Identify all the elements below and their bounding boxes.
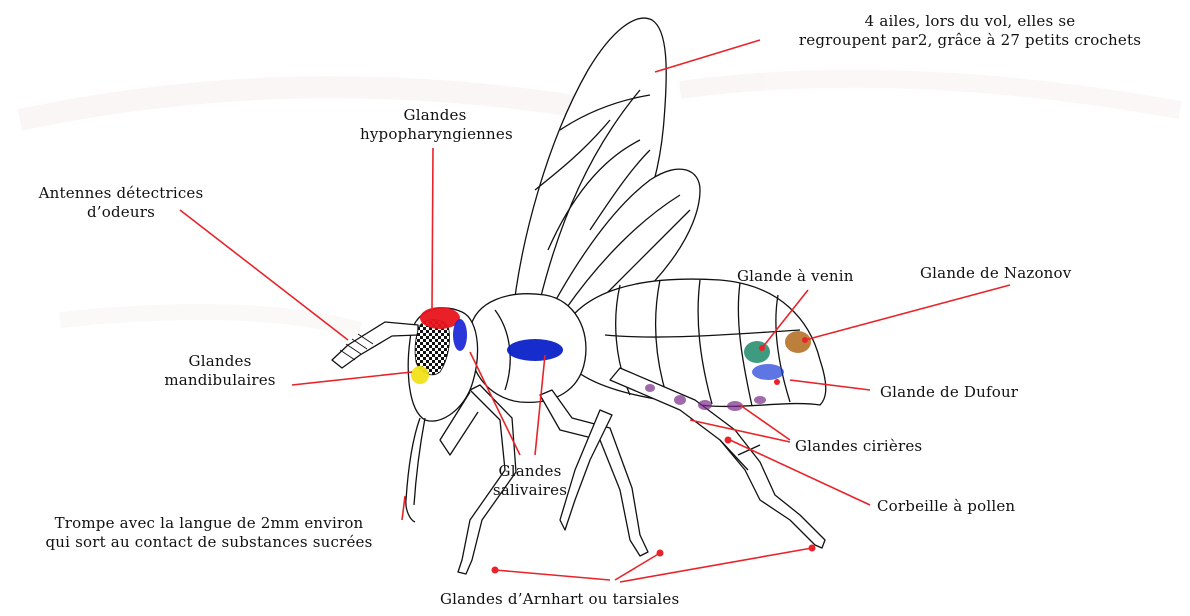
label-hypopharyngeal-line2: hypopharyngiennes bbox=[360, 125, 510, 144]
label-wings-line1: 4 ailes, lors du vol, elles se bbox=[760, 12, 1180, 31]
label-wax: Glandes cirières bbox=[795, 437, 922, 456]
line-mandibular bbox=[292, 372, 412, 385]
line-nasonov bbox=[805, 285, 1010, 340]
venom-gland-spot bbox=[744, 341, 770, 363]
label-venom: Glande à venin bbox=[737, 267, 854, 286]
label-salivary: Glandes salivaires bbox=[470, 462, 590, 500]
label-salivary-line1: Glandes bbox=[470, 462, 590, 481]
label-salivary-line2: salivaires bbox=[470, 481, 590, 500]
line-hypopharyngeal bbox=[432, 148, 433, 310]
line-arnhart-3 bbox=[620, 548, 812, 582]
label-hypopharyngeal-line1: Glandes bbox=[360, 106, 510, 125]
eye-spot bbox=[453, 319, 467, 351]
label-arnhart: Glandes d’Arnhart ou tarsiales bbox=[440, 590, 679, 609]
salivary-gland-spot bbox=[507, 339, 563, 361]
label-pollen: Corbeille à pollen bbox=[877, 497, 1015, 516]
label-mandibular: Glandes mandibulaires bbox=[150, 352, 290, 390]
label-dufour-text: Glande de Dufour bbox=[880, 383, 1018, 402]
label-antennae-line1: Antennes détectrices bbox=[16, 184, 226, 203]
line-wax-1 bbox=[740, 405, 790, 440]
label-proboscis-line2: qui sort au contact de substances sucrée… bbox=[0, 533, 418, 552]
line-arnhart-1 bbox=[495, 570, 610, 580]
label-arnhart-text: Glandes d’Arnhart ou tarsiales bbox=[440, 590, 679, 609]
label-pollen-text: Corbeille à pollen bbox=[877, 497, 1015, 516]
line-wings bbox=[655, 40, 760, 72]
label-wings-line2: regroupent par2, grâce à 27 petits croch… bbox=[760, 31, 1180, 50]
label-nasonov-text: Glande de Nazonov bbox=[920, 264, 1071, 283]
label-hypopharyngeal: Glandes hypopharyngiennes bbox=[360, 106, 510, 144]
label-antennae-line2: d’odeurs bbox=[16, 203, 226, 222]
label-proboscis: Trompe avec la langue de 2mm environ qui… bbox=[0, 514, 418, 552]
label-venom-text: Glande à venin bbox=[737, 267, 854, 286]
label-wings: 4 ailes, lors du vol, elles se regroupen… bbox=[760, 12, 1180, 50]
label-nasonov: Glande de Nazonov bbox=[920, 264, 1071, 283]
hypopharyngeal-gland-spot bbox=[420, 307, 460, 329]
label-antennae: Antennes détectrices d’odeurs bbox=[16, 184, 226, 222]
dufour-gland-spot bbox=[752, 364, 784, 380]
label-wax-text: Glandes cirières bbox=[795, 437, 922, 456]
proboscis bbox=[406, 418, 420, 522]
label-proboscis-line1: Trompe avec la langue de 2mm environ bbox=[0, 514, 418, 533]
label-mandibular-line2: mandibulaires bbox=[150, 371, 290, 390]
mandibular-gland-spot bbox=[411, 366, 429, 384]
label-dufour: Glande de Dufour bbox=[880, 383, 1018, 402]
label-mandibular-line1: Glandes bbox=[150, 352, 290, 371]
